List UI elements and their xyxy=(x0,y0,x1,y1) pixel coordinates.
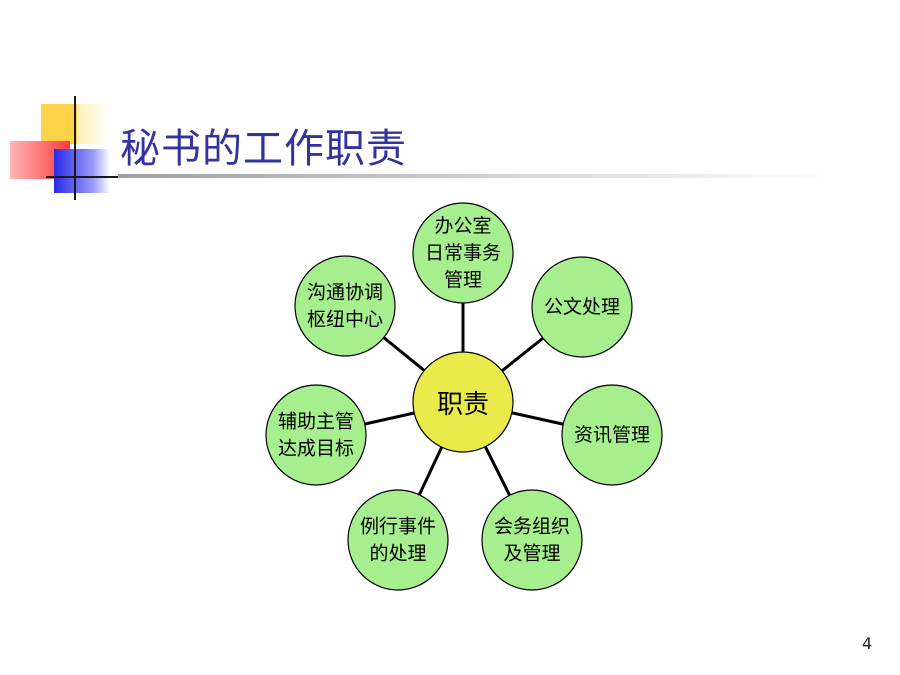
node-circle xyxy=(294,255,396,357)
center-node-label: 职责 xyxy=(437,390,489,420)
node-label-line: 的处理 xyxy=(369,543,426,565)
node-label-line: 日常事务 xyxy=(425,242,501,264)
title-underline xyxy=(118,174,838,178)
page-number: 4 xyxy=(862,634,873,653)
node-information: 资讯管理 xyxy=(561,384,663,486)
node-documents: 公文处理 xyxy=(531,256,633,358)
node-circle xyxy=(561,384,663,486)
corner-decoration-blue xyxy=(54,149,110,193)
node-label-line: 资讯管理 xyxy=(574,424,650,446)
node-circle xyxy=(481,489,583,591)
center-node xyxy=(412,351,514,453)
corner-decoration-yellow xyxy=(41,104,77,144)
node-circle xyxy=(347,489,449,591)
node-circle xyxy=(412,202,514,304)
center-node-group: 职责 xyxy=(412,351,514,453)
corner-decoration-yellow-fade xyxy=(77,104,111,144)
node-label-line: 沟通协调 xyxy=(307,282,383,304)
outer-nodes: 办公室日常事务管理公文处理资讯管理会务组织及管理例行事件的处理辅助主管达成目标沟… xyxy=(265,202,663,591)
node-label-line: 及管理 xyxy=(503,543,560,565)
corner-decoration-vertical-line xyxy=(74,96,76,200)
node-circle xyxy=(531,256,633,358)
node-label-line: 辅助主管 xyxy=(278,411,354,433)
node-label-line: 办公室 xyxy=(434,215,491,237)
node-label-line: 公文处理 xyxy=(544,296,620,318)
node-label-line: 达成目标 xyxy=(278,438,354,460)
node-label-line: 管理 xyxy=(444,269,482,291)
corner-decoration-horizontal-line xyxy=(46,176,126,178)
slide-title: 秘书的工作职责 xyxy=(120,126,407,172)
node-circle xyxy=(265,384,367,486)
node-label-line: 例行事件 xyxy=(360,516,436,538)
node-label-line: 会务组织 xyxy=(494,516,570,538)
node-label-line: 枢纽中心 xyxy=(307,309,383,331)
